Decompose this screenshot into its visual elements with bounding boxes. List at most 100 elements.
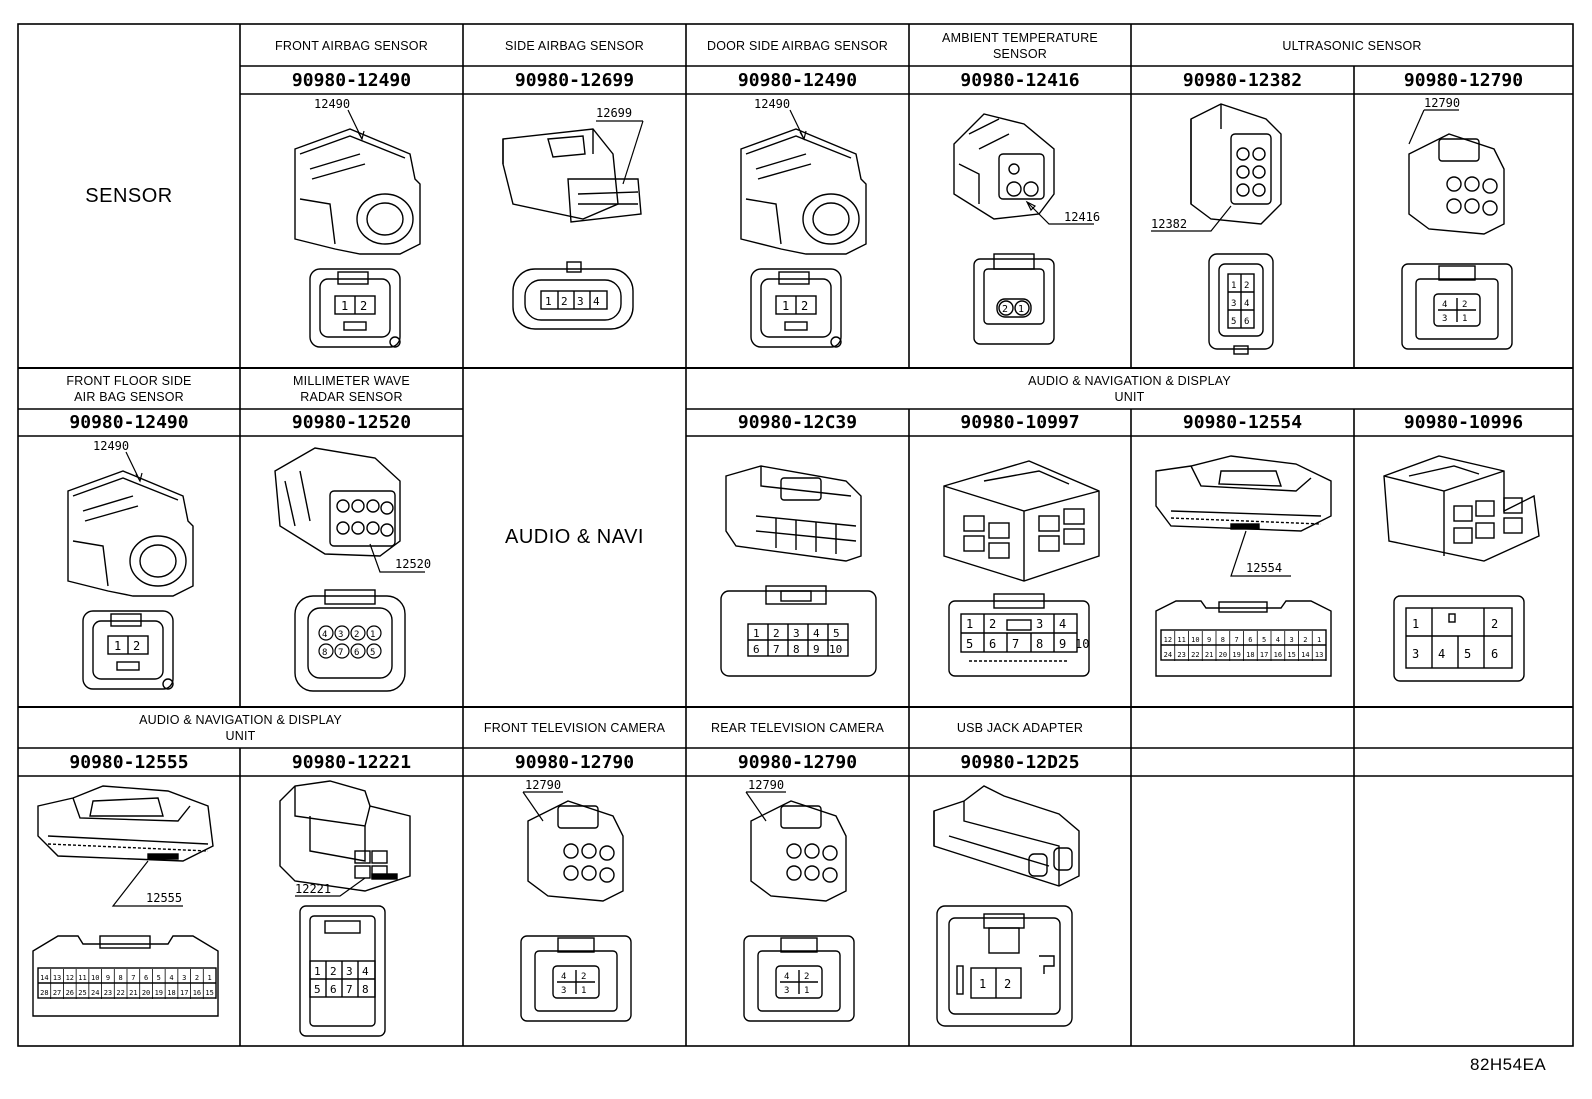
pin-label: 7 [346,983,353,996]
part-number-10997: 90980-10997 [960,412,1080,433]
pin-label: 23 [1177,651,1185,659]
and3-label-line2: UNIT [225,729,256,743]
pin-label: 9 [813,643,820,656]
part-number-ultrasonic-b: 90980-12790 [1403,69,1524,91]
pin-label: 3 [182,974,186,982]
part-number-ultrasonic-a: 90980-12382 [1182,69,1303,91]
part-number-front-tv: 90980-12790 [514,751,635,773]
pin-label: 11 [1177,636,1185,644]
pin-label: 14 [40,974,48,982]
pin-label: 27 [53,989,61,997]
callout-12555: 12555 [146,891,182,905]
and-label-line1: AUDIO & NAVIGATION & DISPLAY [1028,374,1231,388]
pin-label: 4 [322,630,327,640]
front-tv-camera-connector-drawing: 12790 4 2 3 1 [520,778,632,1022]
pin-label: 8 [793,643,800,656]
sensor-group-label: SENSOR [85,184,173,207]
millimeter-wave-radar-label: MILLIMETER WAVE RADAR SENSOR [240,369,463,409]
mmwave-label-line2: RADAR SENSOR [300,390,403,404]
front-airbag-sensor-label: FRONT AIRBAG SENSOR [275,38,428,53]
pin-label: 7 [773,643,780,656]
pin-label: 1 [1412,617,1419,631]
pin-label: 9 [1207,636,1211,644]
pin-label: 22 [116,989,124,997]
pin-label: 10 [91,974,99,982]
pin-label: 10 [1191,636,1199,644]
callout-mmwave: 12520 [395,557,431,571]
pin-label: 21 [129,989,137,997]
pin-label: 3 [784,986,789,996]
audio-nav-display-unit-label-row2: AUDIO & NAVIGATION & DISPLAY UNIT [686,369,1573,409]
pin-label: 1 [782,299,789,313]
pin-label: 15 [205,989,213,997]
pin-label: 5 [370,648,375,658]
pin-label: 3 [561,986,566,996]
side-airbag-connector-drawing: 12699 1 2 3 4 [502,106,644,330]
pin-label: 4 [169,974,173,982]
pin-label: 3 [793,627,800,640]
pin-label: 6 [1248,636,1252,644]
pin-label: 1 [1462,314,1467,324]
pin-label: 2 [1004,977,1011,991]
pin-label: 14 [1301,651,1309,659]
pin-label: 9 [106,974,110,982]
connector-10997-drawing: 1 2 3 4 5 6 7 8 9 10 [943,460,1100,677]
ambient-temp-label-line1: AMBIENT TEMPERATURE [942,31,1098,45]
rear-tv-camera-label: REAR TELEVISION CAMERA [711,720,884,735]
pin-label: 2 [1002,304,1008,315]
pin-label: 21 [1205,651,1213,659]
pin-label: 3 [1231,299,1236,309]
front-airbag-connector-drawing: 12490 1 2 [294,97,421,348]
door-side-airbag-sensor-label: DOOR SIDE AIRBAG SENSOR [706,38,889,53]
ambient-temp-label-line2: SENSOR [993,47,1047,61]
usb-jack-adapter-label: USB JACK ADAPTER [956,720,1084,735]
pin-label: 12 [66,974,74,982]
pin-label: 23 [104,989,112,997]
pin-label: 13 [1315,651,1323,659]
pin-label: 17 [1260,651,1268,659]
pin-label: 28 [40,989,48,997]
pin-label: 2 [773,627,780,640]
callout-ultrasonic-b: 12790 [1424,96,1460,110]
usb-jack-connector-drawing: 1 2 [933,785,1080,1027]
pin-label: 3 [1036,617,1043,631]
pin-label: 9 [1059,637,1066,651]
mmwave-connector-drawing: 12520 4 3 2 1 8 7 6 5 [274,447,431,692]
pin-label: 4 [561,972,566,982]
ultrasonic-b-connector-drawing: 12790 4 2 3 1 [1401,96,1513,350]
audio-nav-display-unit-label-row3: AUDIO & NAVIGATION & DISPLAY UNIT [18,708,463,748]
pin-label: 2 [354,630,359,640]
pin-label: 8 [322,648,327,658]
pin-label: 5 [157,974,161,982]
pin-label: 1 [581,986,586,996]
pin-label: 6 [753,643,760,656]
pin-label: 1 [966,617,973,631]
pin-label: 8 [362,983,369,996]
callout-front-floor-side: 12490 [93,439,129,453]
pin-label: 3 [1442,314,1447,324]
pin-label: 2 [330,965,337,978]
front-floor-side-airbag-label: FRONT FLOOR SIDE AIR BAG SENSOR [18,369,240,409]
ultrasonic-sensor-label: ULTRASONIC SENSOR [1282,38,1422,53]
part-number-ambient-temp: 90980-12416 [960,69,1080,91]
part-number-side-airbag: 90980-12699 [514,69,635,91]
pin-label: 2 [1303,636,1307,644]
pin-label: 3 [1290,636,1294,644]
pin-label: 1 [545,295,552,308]
callout-door-side-airbag: 12490 [754,97,790,111]
part-number-12221: 90980-12221 [291,751,412,773]
pin-label: 2 [133,639,140,653]
front-tv-camera-label: FRONT TELEVISION CAMERA [483,720,666,735]
and-label-line2: UNIT [1114,390,1145,404]
pin-label: 6 [1244,317,1249,327]
pin-label: 2 [989,617,996,631]
pin-label: 2 [195,974,199,982]
connector-12221-drawing: 12221 1 2 3 4 5 6 7 8 [279,780,411,1037]
ffs-label-line1: FRONT FLOOR SIDE [66,374,192,388]
door-side-airbag-connector-drawing: 12490 1 2 [740,97,867,348]
part-number-12555: 90980-12555 [69,751,189,773]
callout-front-airbag: 12490 [314,97,350,111]
